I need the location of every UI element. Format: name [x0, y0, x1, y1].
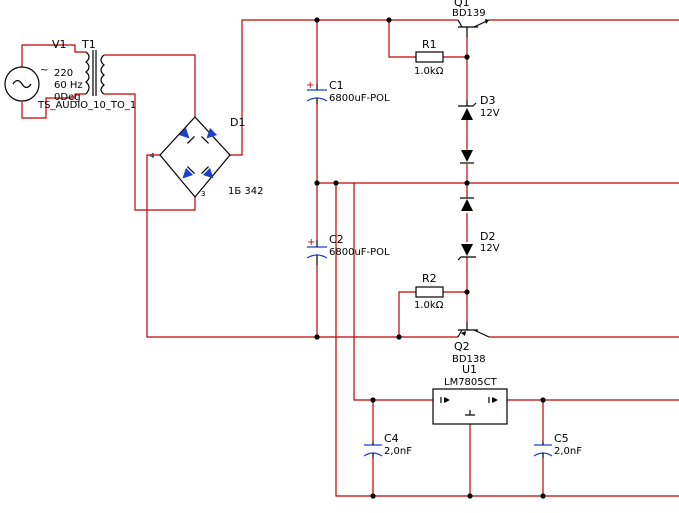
d1-ref: D1	[230, 116, 245, 129]
c1-polarity: +	[306, 80, 314, 91]
transformer-t1: T1 TS_AUDIO_10_TO_1	[37, 38, 136, 111]
t1-ref: T1	[81, 38, 96, 51]
d1-pin-minus: 3	[201, 190, 205, 198]
c2-polarity: +	[307, 237, 315, 248]
zener-diode-d3: D3 12V	[458, 94, 500, 120]
c4-value: 2,0nF	[384, 446, 412, 457]
v1-tilde: ~	[40, 65, 48, 76]
d3-value: 12V	[480, 108, 500, 119]
d2-ref: D2	[480, 230, 495, 243]
c1-ref: C1	[329, 79, 344, 92]
c1-value: 6800uF-POL	[329, 93, 390, 104]
c2-value: 6800uF-POL	[329, 247, 390, 258]
d3-ref: D3	[480, 94, 495, 107]
q1-ref: Q1	[454, 0, 470, 9]
bridge-rectifier-d1: D1 1Б 342 4 3	[150, 116, 264, 198]
resistor-r2: R2 1.0kΩ	[414, 272, 444, 311]
r2-value: 1.0kΩ	[414, 300, 444, 311]
v1-frequency: 60 Hz	[54, 80, 83, 91]
r2-ref: R2	[422, 272, 437, 285]
capacitor-c5: C5 2,0nF	[533, 432, 582, 458]
q2-ref: Q2	[454, 340, 470, 353]
diode-lower	[460, 197, 474, 211]
d1-pin-plus: 4	[150, 152, 155, 160]
c2-ref: C2	[329, 233, 344, 246]
q2-model: BD138	[452, 354, 486, 365]
v1-phase: 0Deg	[54, 92, 81, 103]
diode-upper	[460, 150, 474, 164]
v1-ref: V1	[52, 38, 67, 51]
transistor-q2: Q2 BD138	[452, 322, 490, 365]
t1-model: TS_AUDIO_10_TO_1	[37, 100, 136, 111]
r1-ref: R1	[422, 38, 437, 51]
q1-model: BD139	[452, 8, 486, 19]
resistor-r1: R1 1.0kΩ	[414, 38, 444, 77]
ac-source-v1: V1 220 60 Hz 0Deg ~	[4, 38, 83, 103]
capacitor-c4: C4 2,0nF	[363, 432, 412, 458]
zener-diode-d2: D2 12V	[457, 230, 500, 261]
wires	[21, 19, 679, 497]
c5-value: 2,0nF	[554, 446, 582, 457]
r1-value: 1.0kΩ	[414, 66, 444, 77]
transistor-q1: Q1 BD139	[452, 0, 490, 37]
v1-voltage: 220	[54, 68, 73, 79]
d2-value: 12V	[480, 243, 500, 254]
capacitor-c1: + C1 6800uF-POL	[306, 79, 390, 104]
u1-ref: U1	[462, 363, 477, 376]
d1-model: 1Б 342	[228, 186, 264, 197]
c5-ref: C5	[554, 432, 569, 445]
u1-model: LM7805CT	[444, 377, 498, 388]
regulator-u1: U1 LM7805CT	[432, 363, 508, 425]
junction-dots	[314, 17, 546, 499]
capacitor-c2: + C2 6800uF-POL	[306, 233, 390, 265]
c4-ref: C4	[384, 432, 399, 445]
